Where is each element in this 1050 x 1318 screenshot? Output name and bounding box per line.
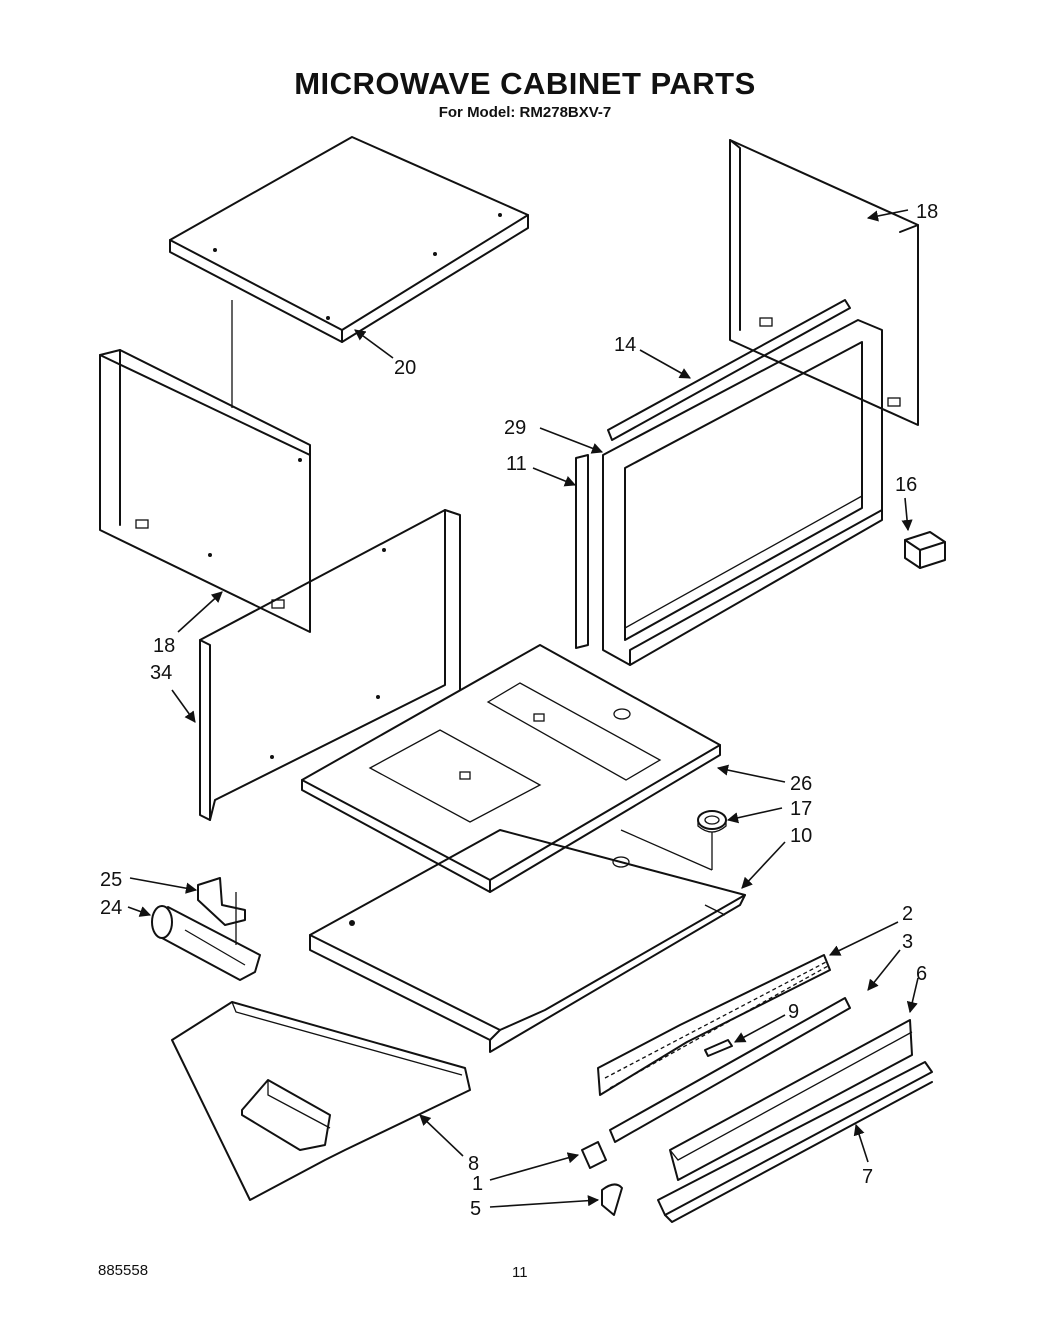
part-14-top-strip (607, 299, 851, 441)
part-34-rear-panel (199, 509, 461, 821)
part-5-foot (601, 1183, 623, 1216)
leader-2 (828, 921, 899, 956)
callout-11: 11 (506, 453, 527, 475)
callout-24: 24 (100, 897, 122, 919)
callout-5: 5 (470, 1198, 481, 1220)
callout-26: 26 (790, 773, 812, 795)
callout-29: 29 (504, 417, 526, 439)
leader-20 (354, 329, 394, 359)
leader-18-left (177, 591, 223, 633)
leader-17 (726, 807, 783, 824)
part-24-duct (151, 905, 261, 981)
cutout-hole (612, 856, 630, 868)
callout-14: 14 (614, 334, 636, 356)
part-7-base-trim (657, 1061, 933, 1223)
leader-18-top (866, 209, 909, 222)
part-2-mesh-screen (597, 954, 831, 1096)
callout-10: 10 (790, 825, 812, 847)
leader-3 (867, 949, 901, 991)
page-title: MICROWAVE CABINET PARTS (294, 66, 756, 101)
leader-1 (489, 1152, 580, 1181)
part-18-right-side-panel (729, 139, 919, 426)
callout-25: 25 (100, 869, 122, 891)
part-1-latch (581, 1141, 607, 1169)
leader-16 (901, 497, 913, 532)
part-6-trim-channel (669, 1019, 913, 1181)
callout-7: 7 (862, 1166, 873, 1188)
leader-34 (171, 689, 196, 723)
callout-2: 2 (902, 903, 913, 925)
part-26-cavity-panel (301, 644, 721, 893)
part-10-base-pan (309, 829, 746, 1053)
page-number: 11 (512, 1264, 528, 1281)
leader-24 (127, 906, 152, 917)
leader-9 (734, 1014, 786, 1043)
callout-17: 17 (790, 798, 812, 820)
callout-18-left: 18 (153, 635, 175, 657)
callout-20: 20 (394, 357, 416, 379)
part-16-clip (904, 531, 946, 569)
leader-14 (639, 349, 691, 379)
part-17-grommet (697, 810, 727, 833)
callout-16: 16 (895, 474, 917, 496)
leader-8 (419, 1114, 464, 1157)
callout-6: 6 (916, 963, 927, 985)
leader-25 (129, 877, 198, 894)
callout-3: 3 (902, 931, 913, 953)
callout-9: 9 (788, 1001, 799, 1023)
leader-29 (539, 427, 604, 454)
part-29-front-frame (602, 319, 883, 666)
document-number: 885558 (98, 1262, 149, 1279)
callout-34: 34 (150, 662, 172, 684)
callout-8: 8 (468, 1153, 479, 1175)
part-18-left-side-panel (99, 349, 311, 633)
leader-10 (741, 841, 786, 889)
part-8-floor-tray (171, 1001, 471, 1201)
part-25-bracket (197, 877, 246, 926)
leader-26 (716, 764, 786, 783)
leader-11 (532, 467, 577, 487)
callout-18-top: 18 (916, 201, 938, 223)
part-11-vertical-strip (575, 454, 589, 649)
part-3-front-strip (609, 997, 851, 1143)
leader-5 (489, 1195, 600, 1208)
callout-1: 1 (472, 1173, 483, 1195)
leader-7 (853, 1123, 869, 1163)
guide-line-10 (620, 829, 713, 871)
part-20-top-panel (169, 136, 529, 343)
leader-6 (906, 977, 919, 1014)
model-subtitle: For Model: RM278BXV-7 (438, 104, 612, 121)
part-9-small-bracket (704, 1039, 733, 1057)
